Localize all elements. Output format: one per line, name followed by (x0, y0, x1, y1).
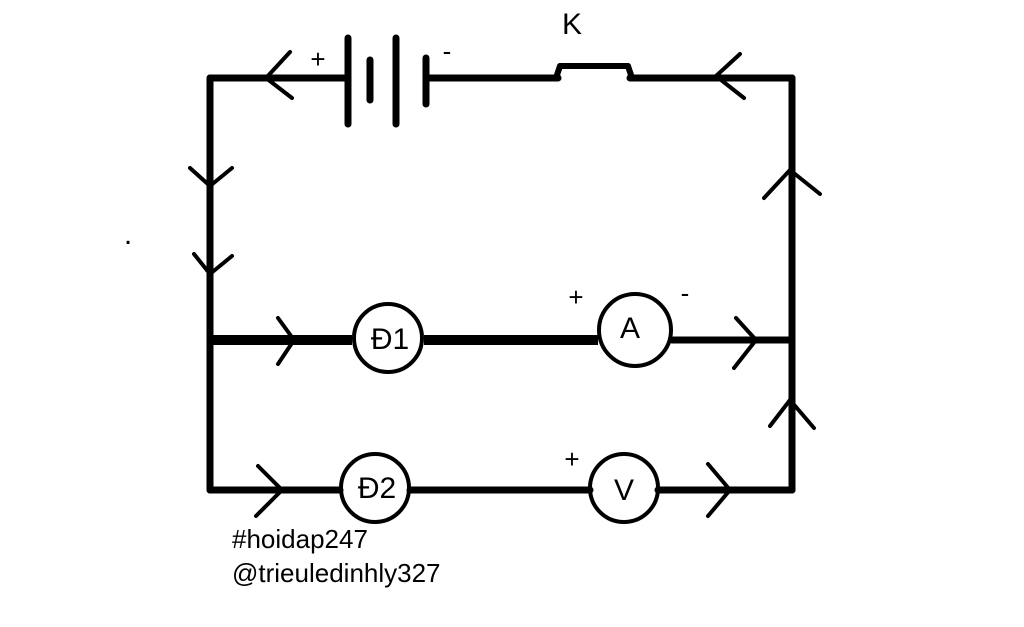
author-caption: @trieuledinhly327 (232, 558, 441, 588)
arrow-right-up-2-icon (768, 398, 816, 430)
ammeter-label: A (620, 312, 640, 345)
lamp2-circle (339, 452, 411, 524)
arrow-left-down-1-icon (188, 166, 234, 188)
ammeter-minus-label: - (681, 278, 690, 308)
battery-minus-label: - (443, 36, 452, 66)
wires (206, 74, 796, 494)
voltmeter-circle (588, 452, 660, 524)
lamp1-label: Đ1 (371, 323, 409, 356)
voltmeter-plus-label: + (564, 444, 579, 474)
battery-symbol (344, 34, 430, 128)
arrow-left-down-2-icon (192, 252, 234, 276)
arrow-top-left-icon (264, 50, 294, 100)
voltmeter-label: V (614, 474, 634, 507)
switch-label: K (562, 8, 582, 41)
current-arrows (188, 50, 822, 518)
switch-k-symbol (553, 63, 635, 81)
arrow-right-up-1-icon (762, 168, 822, 200)
lamp2-label: Đ2 (358, 472, 396, 505)
ammeter-plus-label: + (568, 282, 583, 312)
arrow-bottom-left-icon (254, 464, 284, 518)
arrow-top-right-icon (714, 52, 746, 100)
arrow-middle-right-icon (732, 316, 758, 370)
stray-dot: . (124, 218, 132, 251)
arrow-bottom-right-icon (706, 462, 732, 518)
arrow-middle-left-icon (276, 316, 296, 366)
lamp1-circle (352, 302, 424, 374)
hashtag-caption: #hoidap247 (232, 524, 368, 554)
battery-plus-label: + (310, 44, 325, 74)
ammeter-circle (597, 292, 673, 368)
